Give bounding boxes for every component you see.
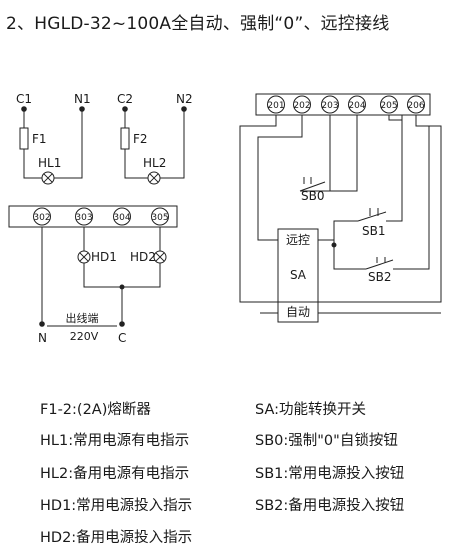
terminal-n1 [79, 106, 85, 112]
label-n1: N1 [74, 92, 91, 106]
svg-text:302: 302 [33, 213, 50, 223]
label-voltage: 220V [70, 330, 99, 343]
label-hd1: HD1 [91, 250, 117, 264]
legend-item-hl2: HL2:备用电源有电指示 [40, 466, 190, 482]
label-sb1: SB1 [362, 224, 385, 238]
svg-text:202: 202 [293, 101, 310, 111]
legend-item-sb2: SB2:备用电源投入按钮 [255, 498, 405, 514]
svg-text:206: 206 [407, 101, 424, 111]
terminal-201: 201 [267, 95, 285, 114]
button-sb0-symbol [299, 177, 326, 192]
lamp-hl2-symbol [147, 171, 161, 185]
legend-item-hl1: HL1:常用电源有电指示 [40, 433, 190, 449]
svg-text:203: 203 [321, 101, 338, 111]
fuse-f2-symbol [120, 127, 130, 150]
legend-item-hd2: HD2:备用电源投入指示 [40, 530, 193, 546]
wire-sb0 [300, 134, 358, 192]
terminal-strip-300 [8, 205, 178, 228]
lamp-hd2-symbol [153, 250, 167, 264]
label-n: N [38, 331, 47, 345]
wire-n1 [54, 111, 83, 179]
label-sa: SA [290, 268, 307, 282]
terminal-305: 305 [151, 207, 169, 226]
terminal-n [39, 321, 45, 327]
circuit-control: 201 202 203 204 205 206 [239, 93, 442, 323]
terminal-204: 204 [348, 95, 366, 114]
lamp-hl1-symbol [41, 171, 55, 185]
legend-item-sa: SA:功能转换开关 [255, 402, 367, 418]
terminal-304: 304 [113, 207, 131, 226]
label-sb2: SB2 [368, 270, 391, 284]
svg-text:305: 305 [151, 213, 168, 223]
svg-text:303: 303 [75, 213, 92, 223]
switch-sa-symbol [277, 228, 319, 323]
terminal-n2 [181, 106, 187, 112]
label-sb0: SB0 [301, 189, 324, 203]
terminal-c [119, 321, 125, 327]
terminal-202: 202 [293, 95, 311, 114]
label-auto: 自动 [286, 305, 310, 319]
label-f2: F2 [133, 132, 148, 146]
wire-202 [257, 115, 303, 241]
legend-item-sb1: SB1:常用电源投入按钮 [255, 466, 405, 482]
button-sb2-symbol [365, 257, 394, 270]
svg-text:204: 204 [348, 101, 365, 111]
label-hl1: HL1 [38, 156, 61, 170]
terminal-206: 206 [407, 95, 425, 114]
wire-outer-loop [239, 115, 442, 303]
circuit-input-indicators: 302 303 304 305 HD1 HD [8, 205, 178, 345]
terminal-strip-200 [255, 93, 431, 116]
wire-n2 [160, 111, 185, 179]
lamp-hd1-symbol [77, 250, 91, 264]
label-hl2: HL2 [143, 156, 166, 170]
page-title: 2、HGLD-32~100A全自动、强制“0”、远控接线 [6, 14, 390, 34]
label-c: C [118, 331, 126, 345]
label-n2: N2 [176, 92, 193, 106]
label-remote: 远控 [286, 233, 310, 247]
terminal-303: 303 [75, 207, 93, 226]
svg-text:304: 304 [113, 213, 130, 223]
svg-text:201: 201 [267, 101, 284, 111]
terminal-c2 [122, 106, 128, 112]
terminal-205: 205 [380, 95, 398, 114]
button-sb1-symbol [357, 208, 387, 222]
label-c1: C1 [16, 92, 32, 106]
terminal-c1 [21, 106, 27, 112]
label-hd2: HD2 [130, 250, 156, 264]
wire-remote-out [318, 220, 358, 241]
terminal-203: 203 [321, 95, 339, 114]
terminal-302: 302 [33, 207, 51, 226]
svg-text:205: 205 [380, 101, 397, 111]
legend-item-hd1: HD1:常用电源投入指示 [40, 498, 193, 514]
label-c2: C2 [117, 92, 133, 106]
legend-item-sb0: SB0:强制"0"自锁按钮 [255, 433, 398, 449]
label-f1: F1 [32, 132, 47, 146]
fuse-f1-symbol [19, 127, 29, 150]
circuit-indicator-lamps: C1 N1 C2 N2 F1 F2 HL1 HL2 [16, 92, 193, 185]
label-outlet: 出线端 [66, 311, 99, 325]
legend-item-f: F1-2:(2A)熔断器 [40, 402, 151, 418]
